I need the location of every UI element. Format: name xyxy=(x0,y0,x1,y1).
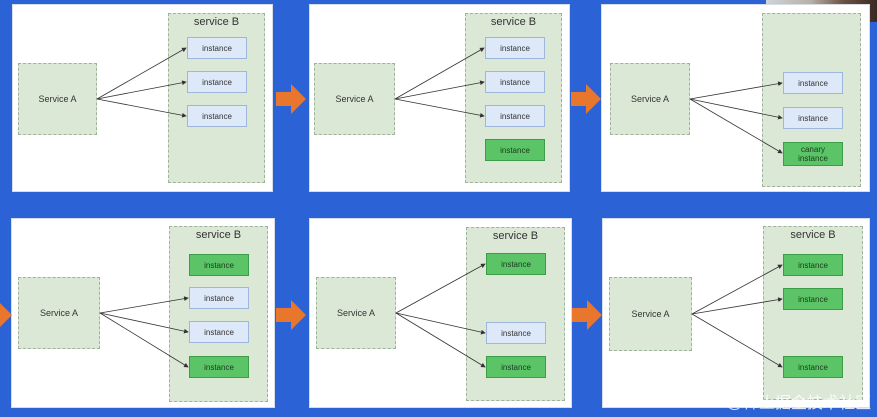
instance-box: instance xyxy=(486,322,546,344)
diagram-panel-1: Service A service B instance instance in… xyxy=(13,5,272,191)
service-a-box: Service A xyxy=(609,277,692,351)
diagram-panel-5: Service A service B instance instance in… xyxy=(310,219,571,407)
instance-box: instance xyxy=(187,71,247,93)
service-a-label: Service A xyxy=(631,309,670,319)
transition-arrow-icon xyxy=(571,84,601,114)
transition-arrow-icon xyxy=(572,300,602,330)
instance-label: instance xyxy=(202,43,232,53)
instance-label: instance xyxy=(798,294,828,304)
instance-box: instance xyxy=(189,321,249,343)
instance-label: instance xyxy=(500,43,530,53)
instance-label: instance xyxy=(798,362,828,372)
diagram-panel-2: Service A service B instance instance in… xyxy=(310,5,569,191)
diagram-panel-6: Service A service B instance instance in… xyxy=(603,219,869,407)
instance-box: instance xyxy=(187,37,247,59)
service-b-title: service B xyxy=(492,230,539,242)
service-b-title: service B xyxy=(490,16,537,28)
canary-label-line2: instance xyxy=(798,154,828,163)
instance-label: instance xyxy=(501,328,531,338)
service-a-box: Service A xyxy=(18,277,100,349)
instance-label: instance xyxy=(500,77,530,87)
instance-box: instance xyxy=(485,37,545,59)
instance-label: instance xyxy=(798,260,828,270)
instance-label: instance xyxy=(798,78,828,88)
service-a-box: Service A xyxy=(610,63,690,135)
diagram-panel-3: Service A instance instance canary insta… xyxy=(602,5,869,191)
instance-label: instance xyxy=(501,362,531,372)
instance-box: instance xyxy=(485,105,545,127)
diagram-panel-4: Service A service B instance instance in… xyxy=(12,219,274,407)
service-a-label: Service A xyxy=(38,94,77,104)
instance-box-new: instance xyxy=(486,253,546,275)
instance-label: instance xyxy=(204,293,234,303)
canary-instance-label: canary instance xyxy=(798,145,828,163)
instance-label: instance xyxy=(501,259,531,269)
transition-arrow-icon xyxy=(276,84,306,114)
instance-label: instance xyxy=(500,111,530,121)
instance-label: instance xyxy=(202,77,232,87)
instance-box-new: instance xyxy=(189,254,249,276)
service-a-box: Service A xyxy=(18,63,97,135)
canary-instance-box: canary instance xyxy=(783,142,843,166)
service-a-label: Service A xyxy=(335,94,374,104)
instance-box-new: instance xyxy=(486,356,546,378)
canary-label-line1: canary xyxy=(800,145,825,154)
service-a-label: Service A xyxy=(336,308,376,318)
service-b-title: service B xyxy=(193,16,240,28)
service-a-label: Service A xyxy=(39,308,79,318)
service-a-box: Service A xyxy=(316,277,396,349)
instance-label: instance xyxy=(798,113,828,123)
transition-arrow-icon xyxy=(0,303,12,327)
watermark: @稀土掘金技术社区 xyxy=(726,395,871,412)
service-b-title: service B xyxy=(195,229,242,241)
instance-box-new: instance xyxy=(783,288,843,310)
instance-label: instance xyxy=(204,362,234,372)
instance-box-new: instance xyxy=(189,356,249,378)
instance-box: instance xyxy=(189,287,249,309)
service-b-title: service B xyxy=(790,229,836,241)
instance-box: instance xyxy=(783,72,843,94)
instance-box: instance xyxy=(783,107,843,129)
service-a-label: Service A xyxy=(630,94,670,104)
instance-box-new: instance xyxy=(783,254,843,276)
instance-box-new: instance xyxy=(485,139,545,161)
instance-box: instance xyxy=(187,105,247,127)
service-a-box: Service A xyxy=(314,63,395,135)
transition-arrow-icon xyxy=(276,300,306,330)
instance-label: instance xyxy=(204,327,234,337)
instance-box: instance xyxy=(485,71,545,93)
instance-label: instance xyxy=(202,111,232,121)
instance-box-new: instance xyxy=(783,356,843,378)
instance-label: instance xyxy=(500,145,530,155)
instance-label: instance xyxy=(204,260,234,270)
